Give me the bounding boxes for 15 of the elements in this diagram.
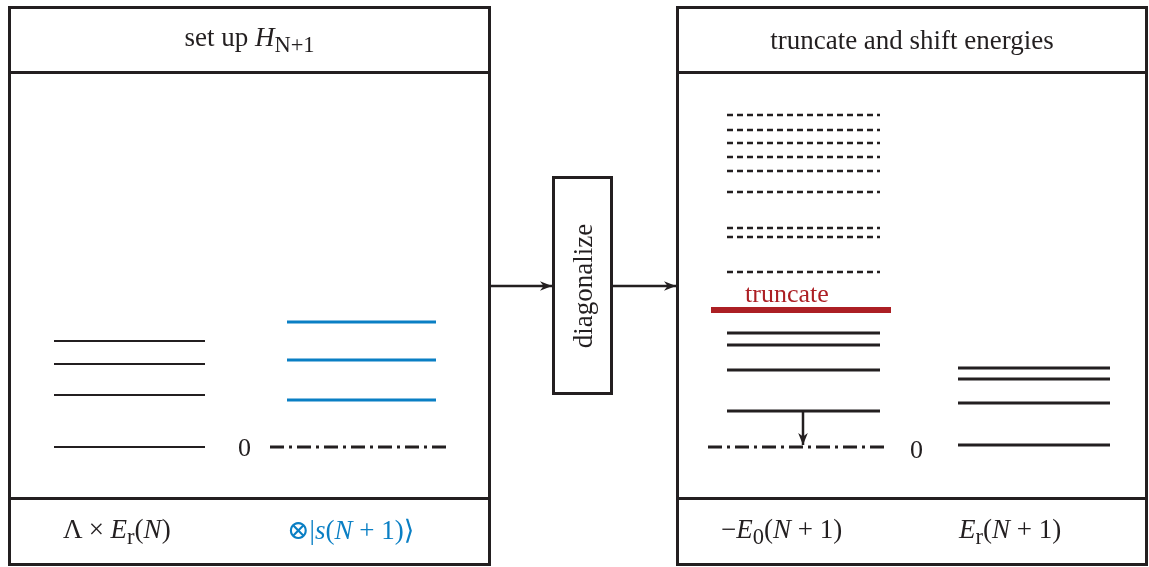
arrow [613, 281, 676, 291]
truncation-label: truncate [745, 281, 829, 307]
footer-formula: ⊗|s(N + 1)⟩ [287, 514, 415, 546]
process-box [552, 176, 613, 395]
panel-title: truncate and shift energies [770, 24, 1054, 56]
footer-formula: E$_{r}$(N + 1) [959, 514, 1062, 551]
panel-box [676, 6, 1148, 566]
panel-box [8, 6, 491, 566]
arrow [491, 281, 552, 291]
footer-formula: Λ × E$_{r}$(N) [63, 514, 171, 551]
footer-formula: −E$_{0}$(N + 1) [721, 514, 843, 551]
process-label: diagonalize [567, 223, 598, 348]
zero-label: 0 [238, 435, 251, 461]
panel-title: set up H$_{N+1}$ [184, 21, 315, 59]
zero-label: 0 [910, 437, 923, 463]
